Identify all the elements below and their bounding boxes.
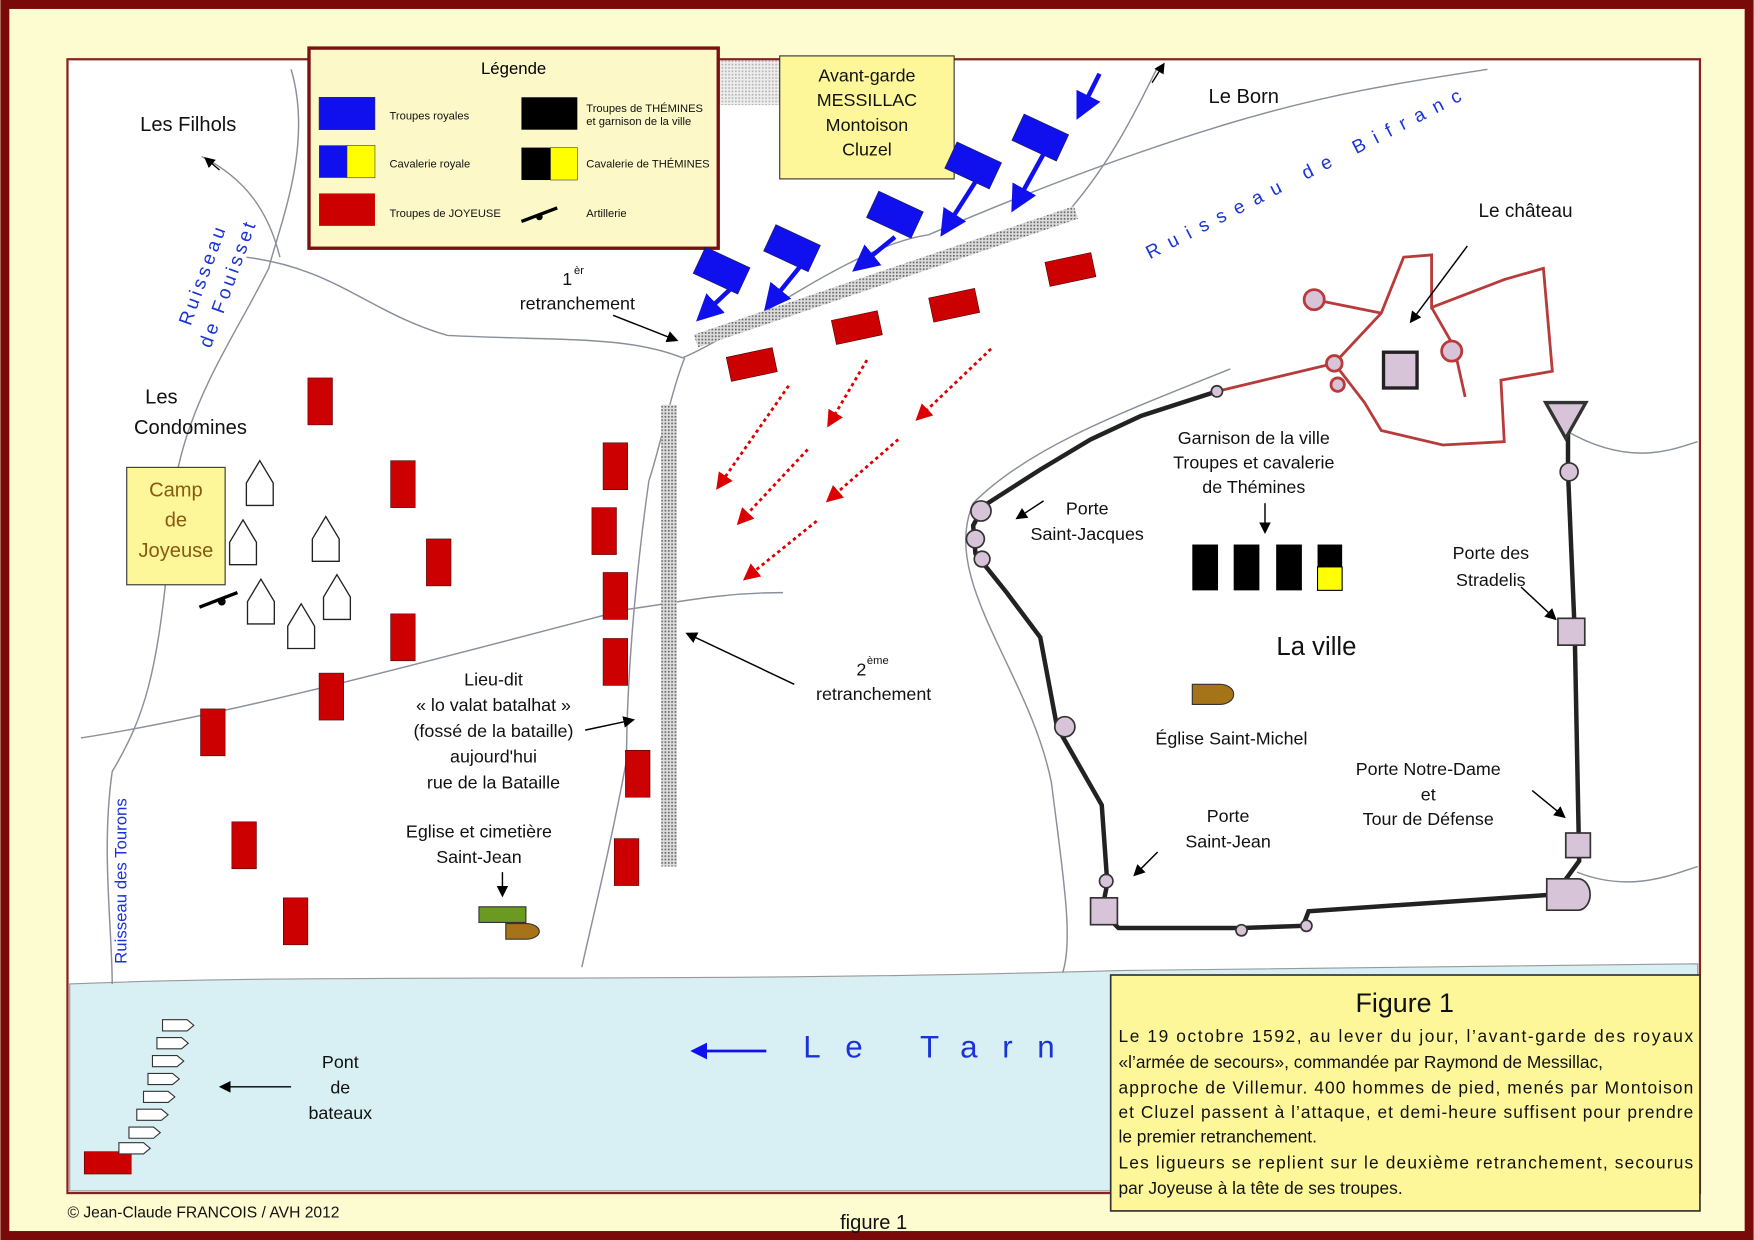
legend-label: Troupes de JOYEUSE bbox=[389, 208, 500, 220]
castle bbox=[1216, 253, 1554, 447]
pointer-arrows bbox=[218, 245, 1566, 1093]
joyeuse-troops bbox=[83, 252, 1097, 1175]
tents bbox=[228, 459, 352, 650]
legend-swatch-royal bbox=[318, 96, 376, 130]
label-second-entrenchment-num: 2 bbox=[856, 659, 866, 679]
label-lieu-dit: (fossé de la bataille) bbox=[413, 721, 573, 741]
first-entrenchment bbox=[693, 206, 1079, 348]
label-lieu-dit: « lo valat batalhat » bbox=[416, 695, 571, 715]
arrow-icon bbox=[1151, 62, 1165, 84]
towers bbox=[965, 384, 1592, 937]
legend: Légende Troupes royales Cavalerie royale… bbox=[307, 46, 720, 250]
label-first-entrenchment-num: 1 bbox=[562, 269, 572, 289]
label-second-entrenchment: retranchement bbox=[816, 684, 931, 704]
castle-keep bbox=[1381, 350, 1419, 390]
label-eglise-saint-jean: Saint-Jean bbox=[436, 847, 521, 867]
caption-title: Figure 1 bbox=[1356, 988, 1454, 1018]
label-eglise-saint-michel: Église Saint-Michel bbox=[1155, 729, 1307, 749]
label-lieu-dit: aujourd'hui bbox=[450, 747, 537, 767]
copyright: © Jean-Claude FRANCOIS / AVH 2012 bbox=[67, 1205, 339, 1222]
label-condomines: Les bbox=[145, 387, 177, 409]
boat-bridge bbox=[118, 1019, 195, 1155]
legend-label: Troupes royales bbox=[389, 111, 469, 123]
label-born: Le Born bbox=[1209, 86, 1279, 108]
label-first-entrenchment: retranchement bbox=[520, 294, 635, 314]
label-eglise-saint-jean: Eglise et cimetière bbox=[406, 821, 552, 841]
themines-troops bbox=[1192, 544, 1343, 591]
svg-text:Cluzel: Cluzel bbox=[842, 139, 892, 159]
caption-line: le premier retranchement. bbox=[1119, 1127, 1317, 1147]
label-porte-notre-dame: Porte Notre-Dame bbox=[1356, 759, 1501, 779]
label-porte-saint-jean: Saint-Jean bbox=[1185, 832, 1270, 852]
label-porte-stradelis: Porte des bbox=[1453, 543, 1530, 563]
label-tarn: Le Tarn bbox=[803, 1030, 1079, 1065]
label-lieu-dit: Lieu-dit bbox=[464, 669, 523, 689]
label-porte-notre-dame: et bbox=[1421, 785, 1436, 805]
legend-title: Légende bbox=[481, 59, 546, 78]
label-filhols: Les Filhols bbox=[140, 114, 236, 136]
cannon-icon bbox=[520, 206, 558, 223]
arrow-icon bbox=[204, 157, 220, 171]
label-porte-notre-dame: Tour de Défense bbox=[1363, 809, 1494, 829]
cemetery-icon bbox=[478, 906, 527, 924]
avant-garde-box: Avant-garde MESSILLAC Montoison Cluzel bbox=[779, 55, 955, 180]
label-porte-saint-jean: Porte bbox=[1207, 806, 1250, 826]
retreat-arrows bbox=[716, 347, 993, 581]
church-saint-jean-icon bbox=[505, 923, 540, 940]
legend-label: et garnison de la ville bbox=[586, 116, 691, 128]
footer-figure-label: figure 1 bbox=[840, 1212, 907, 1234]
svg-text:Montoison: Montoison bbox=[826, 115, 908, 135]
label-pont: Pont bbox=[322, 1052, 359, 1072]
label-pont: de bbox=[330, 1078, 350, 1098]
label-first-entrenchment-sup: èr bbox=[574, 265, 584, 277]
svg-text:Joyeuse: Joyeuse bbox=[138, 540, 213, 562]
label-second-entrenchment-sup: ème bbox=[867, 655, 889, 667]
caption-line: «l’armée de secours», commandée par Raym… bbox=[1119, 1052, 1603, 1072]
label-garnison: de Thémines bbox=[1202, 477, 1305, 497]
label-garnison: Garnison de la ville bbox=[1178, 428, 1330, 448]
label-porte-saint-jacques: Porte bbox=[1066, 498, 1109, 518]
label-condomines: Condomines bbox=[134, 417, 247, 439]
camp-joyeuse-box: Camp de Joyeuse bbox=[126, 466, 226, 586]
label-lieu-dit: rue de la Bataille bbox=[427, 772, 560, 792]
royal-attack-arrows bbox=[696, 72, 1102, 322]
legend-swatch-themines-cavalry bbox=[521, 147, 551, 181]
label-porte-stradelis: Stradelis bbox=[1456, 570, 1526, 590]
second-entrenchment bbox=[661, 404, 677, 867]
church-saint-michel-icon bbox=[1191, 683, 1235, 705]
svg-text:de: de bbox=[165, 510, 187, 532]
legend-label: Troupes de THÉMINES bbox=[586, 102, 703, 115]
town-wall bbox=[970, 389, 1582, 931]
legend-label: Cavalerie de THÉMINES bbox=[586, 158, 709, 171]
caption-line: Les ligueurs se replient sur le deuxième… bbox=[1119, 1152, 1694, 1172]
cannon-icon bbox=[198, 591, 239, 609]
label-porte-saint-jacques: Saint-Jacques bbox=[1031, 524, 1144, 544]
legend-label: Artillerie bbox=[586, 208, 626, 220]
legend-swatch-joyeuse bbox=[319, 193, 375, 226]
svg-text:MESSILLAC: MESSILLAC bbox=[817, 90, 917, 110]
label-chateau: Le château bbox=[1478, 201, 1572, 222]
caption-line: et Cluzel passent à l’attaque, et demi-h… bbox=[1119, 1102, 1694, 1122]
caption-box: Figure 1 Le 19 octobre 1592, au lever du… bbox=[1109, 974, 1701, 1212]
caption-line: Le 19 octobre 1592, au lever du jour, l’… bbox=[1119, 1026, 1694, 1046]
legend-swatch-royal-cavalry bbox=[319, 145, 348, 178]
legend-label: Cavalerie royale bbox=[389, 159, 470, 171]
label-garnison: Troupes et cavalerie bbox=[1173, 452, 1334, 472]
label-la-ville: La ville bbox=[1276, 633, 1356, 661]
svg-text:Avant-garde: Avant-garde bbox=[818, 66, 915, 86]
caption-line: par Joyeuse à la tête de ses troupes. bbox=[1119, 1178, 1403, 1198]
label-ruisseau-tourons: Ruisseau des Tourons bbox=[112, 798, 131, 964]
svg-text:Camp: Camp bbox=[149, 479, 203, 501]
label-pont: bateaux bbox=[308, 1103, 372, 1123]
legend-swatch-themines bbox=[521, 97, 578, 130]
caption-line: approche de Villemur. 400 hommes de pied… bbox=[1119, 1078, 1694, 1098]
